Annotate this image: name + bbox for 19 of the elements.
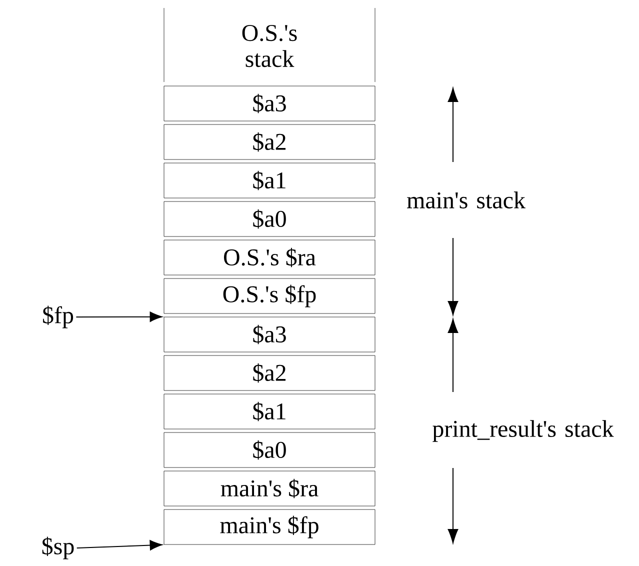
register-label: $fp [43, 306, 74, 328]
arrow [76, 312, 162, 322]
stack-cell: main's $ra [164, 470, 376, 506]
stack-cell: $a3 [164, 316, 376, 352]
stack-cell: O.S.'s $ra [164, 240, 376, 276]
register-label: $sp [42, 536, 74, 560]
stack-cell: $a2 [164, 355, 376, 391]
region-label: print_result's stack [432, 420, 614, 442]
stack-cell: O.S.'s $fp [164, 278, 376, 314]
stack-cell: $a1 [164, 394, 376, 430]
stack-cell: $a3 [164, 86, 376, 122]
arrow [76, 540, 162, 550]
stack-cell: O.S.'s stack [164, 8, 376, 82]
stack-cell: $a1 [164, 162, 376, 198]
stack-cell: $a0 [164, 432, 376, 468]
stack-cell: $a2 [164, 124, 376, 160]
region-label: main's stack [407, 192, 526, 208]
stack-cell: main's $fp [164, 509, 376, 545]
stack-cell: $a0 [164, 201, 376, 237]
